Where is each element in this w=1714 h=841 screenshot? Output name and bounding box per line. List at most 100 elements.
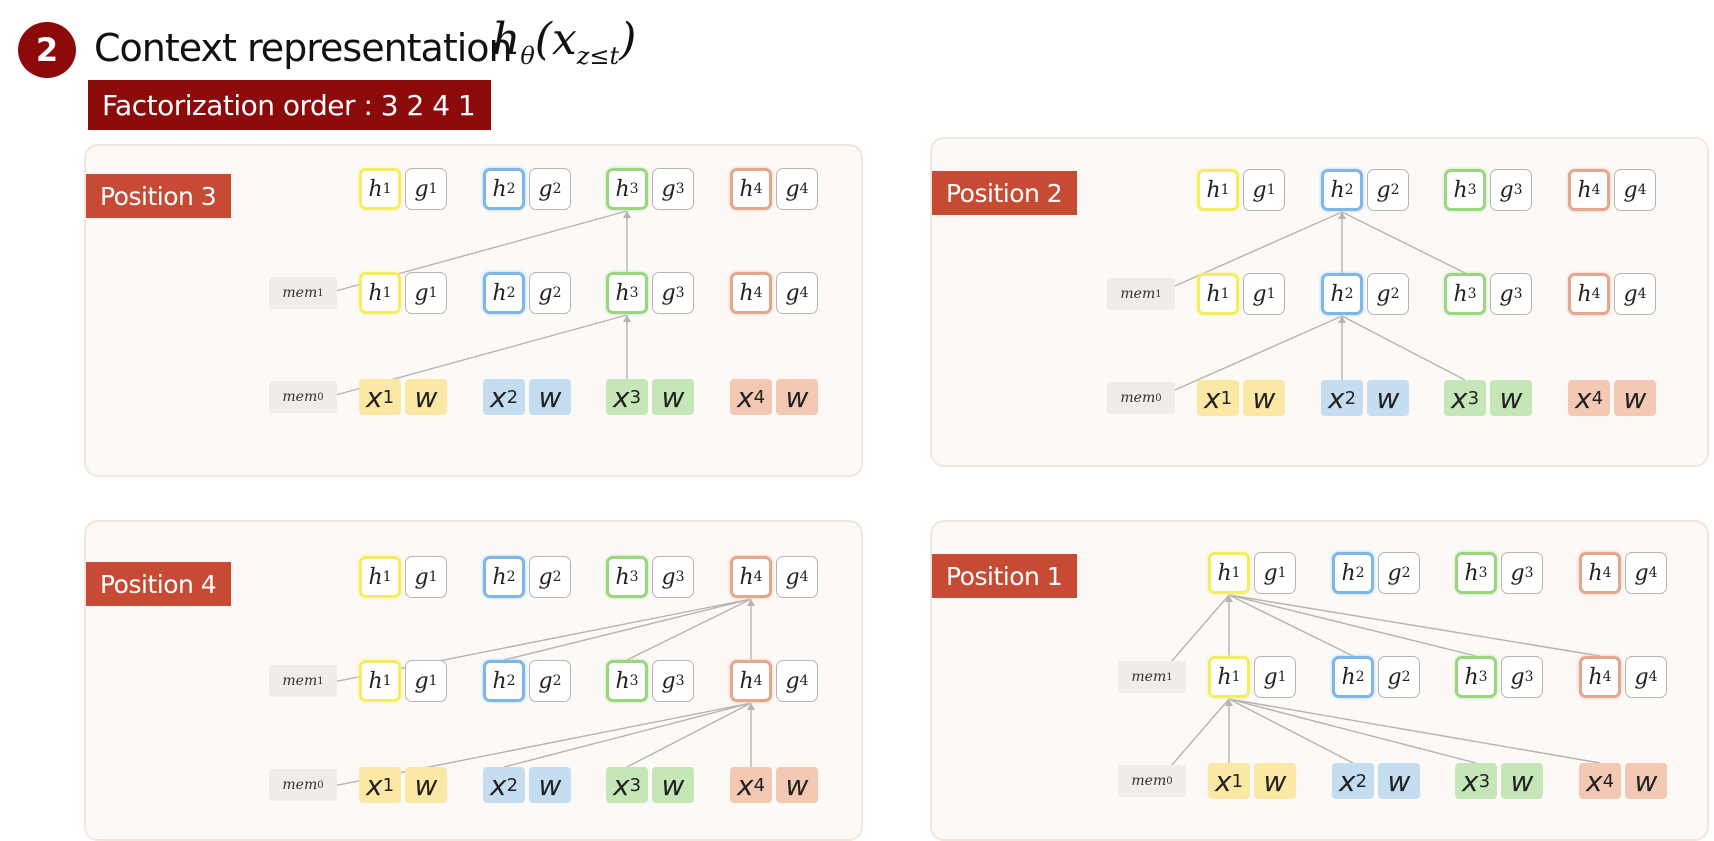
cell-text: g [661,564,676,590]
cell-text: g [785,564,800,590]
cell-subscript: 4 [753,569,763,585]
cell-subscript: 2 [552,285,562,301]
w-embedding-1: w [405,767,447,803]
cell-subscript: 2 [506,181,516,197]
cell-text: w [1376,381,1400,415]
cell-text: w [1252,381,1276,415]
cell-subscript: 4 [753,673,763,689]
cell-text: g [538,564,553,590]
arrow-head [1225,699,1233,706]
cell-subscript: 1 [382,386,395,408]
cell-subscript: 1 [1220,286,1230,302]
attention-edge [1228,594,1477,657]
cell-text: mem [282,285,318,301]
cell-text: g [538,668,553,694]
cell-text: h [1588,664,1603,690]
cell-text: g [1634,664,1649,690]
w-embedding-1: w [1243,380,1285,416]
panel-label: Position 3 [86,174,231,218]
cell-subscript: 1 [1220,182,1230,198]
attention-edge [1228,698,1601,764]
cell-text: h [739,176,754,202]
cell-text: h [1577,177,1592,203]
cell-subscript: 1 [1155,288,1162,300]
attention-edge [1228,698,1477,764]
cell-text: g [1263,560,1278,586]
cell-text: x [1461,764,1479,798]
cell-text: g [1263,664,1278,690]
cell-subscript: 4 [1637,286,1647,302]
cell-text: mem [1131,773,1167,789]
cell-text: g [785,176,800,202]
w-embedding-3: w [1501,763,1543,799]
cell-subscript: 1 [382,181,392,197]
cell-subscript: 1 [428,285,438,301]
cell-subscript: 4 [799,673,809,689]
cell-subscript: 4 [753,774,766,796]
cell-text: mem [1131,669,1167,685]
cell-subscript: 1 [1231,565,1241,581]
cell-text: x [1450,381,1468,415]
attention-edge [503,598,752,661]
cell-subscript: 1 [1231,669,1241,685]
cell-text: g [414,564,429,590]
w-embedding-4: w [776,767,818,803]
cell-subscript: 2 [506,386,519,408]
cell-subscript: 2 [552,181,562,197]
w-embedding-3: w [1490,380,1532,416]
cell-subscript: 0 [317,779,324,791]
cell-subscript: 3 [1467,182,1477,198]
w-embedding-4: w [1625,763,1667,799]
cell-text: x [1214,764,1232,798]
cell-text: h [739,280,754,306]
cell-subscript: 3 [1524,565,1534,581]
cell-text: h [492,564,507,590]
cell-subscript: 1 [1266,182,1276,198]
cell-text: h [1588,560,1603,586]
cell-text: w [661,380,685,414]
cell-text: h [492,280,507,306]
cell-text: h [1330,281,1345,307]
cell-text: g [414,176,429,202]
arrow-head [1338,316,1346,323]
w-embedding-2: w [1367,380,1409,416]
cell-subscript: 4 [799,569,809,585]
cell-text: w [414,768,438,802]
cell-subscript: 2 [1401,565,1411,581]
cell-subscript: 4 [1591,286,1601,302]
cell-subscript: 3 [1513,182,1523,198]
cell-text: x [1203,381,1221,415]
cell-text: mem [282,389,318,405]
